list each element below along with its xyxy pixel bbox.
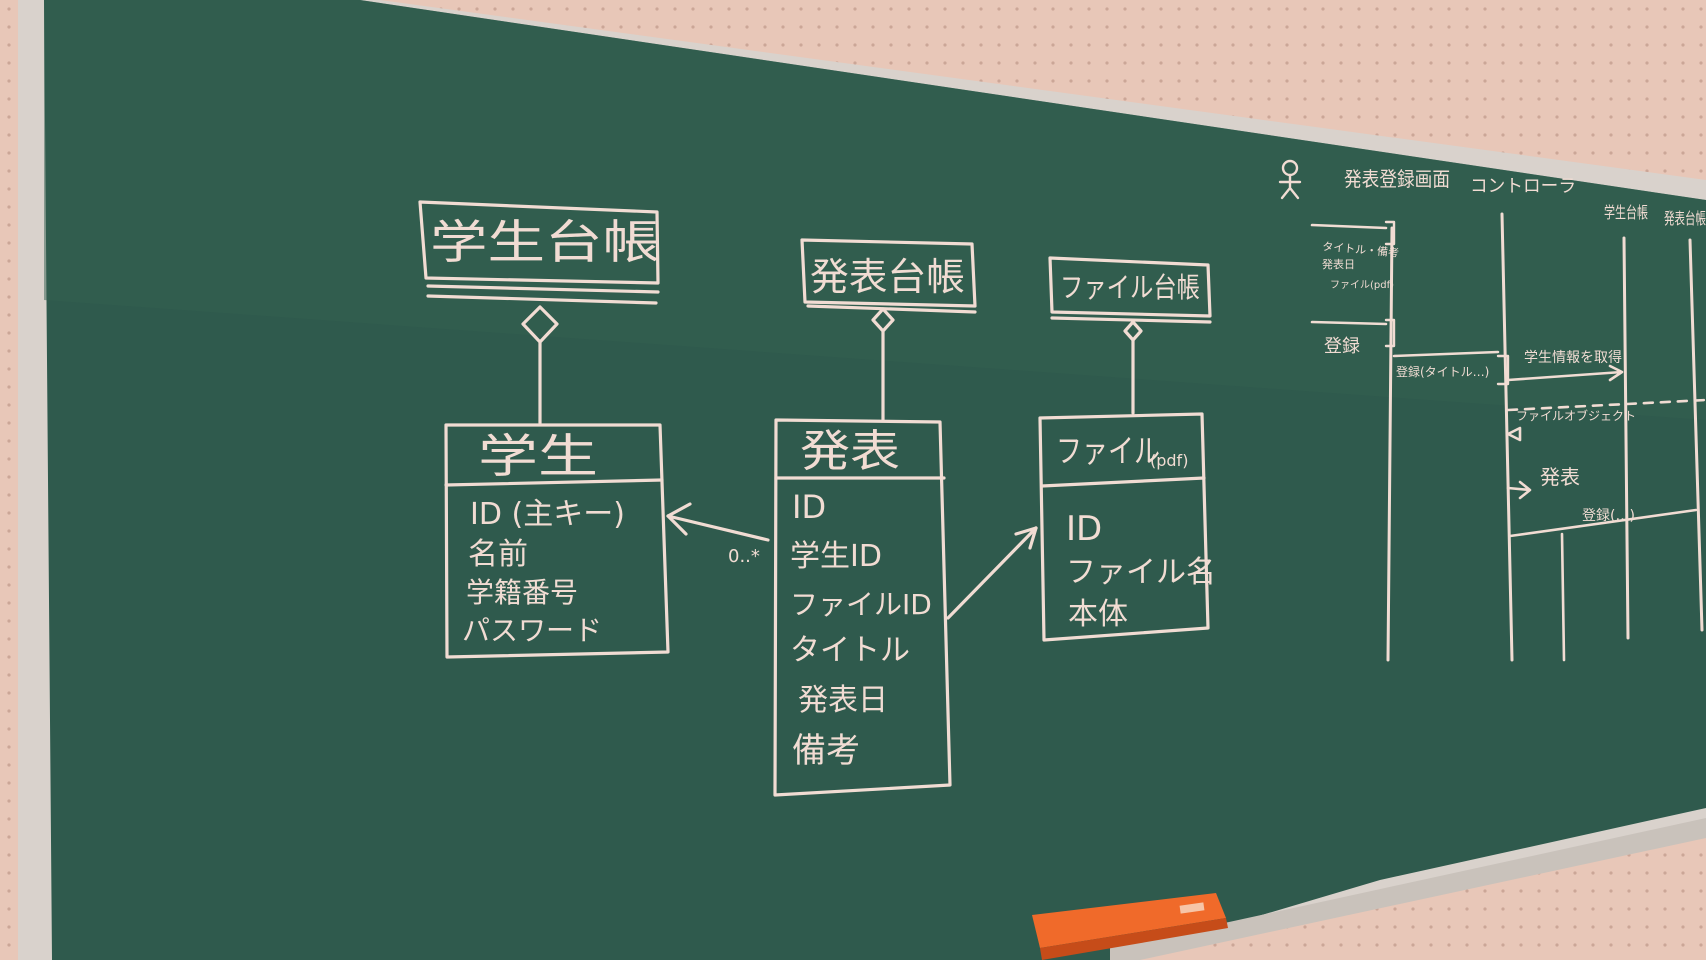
student-ledger-title: 学生台帳: [430, 215, 660, 269]
file-class-title: ファイル: [1056, 432, 1160, 470]
presentation-ledger-class: [800, 238, 977, 422]
seq-msg-register: 登録: [1324, 336, 1360, 357]
seq-msg-present: 発表: [1540, 465, 1580, 489]
file-class: [1038, 412, 1210, 642]
seq-boundary-label: 発表登録画面: [1344, 167, 1450, 191]
student-attr-number: 学籍番号: [466, 576, 578, 609]
student-attr-password: パスワード: [462, 614, 602, 647]
student-class: [444, 423, 670, 659]
presentation-ledger-title: 発表台帳: [810, 255, 965, 299]
presentation-attr-remarks: 備考: [792, 731, 860, 771]
seq-msg-file: ファイル(pdf): [1330, 280, 1394, 291]
messages: [1310, 223, 1706, 662]
seq-student-ledger-label: 学生台帳: [1604, 203, 1648, 222]
multiplicity-label: 0..*: [728, 546, 760, 567]
eraser[interactable]: [1032, 893, 1228, 960]
seq-msg-date: 発表日: [1322, 257, 1355, 271]
file-attr-name: ファイル名: [1066, 555, 1216, 590]
seq-presentation-ledger-label: 発表台帳: [1664, 209, 1706, 228]
activation-bars: [1384, 220, 1510, 386]
seq-msg-file-object: ファイルオブジェクト: [1516, 408, 1636, 423]
presentation-class: [773, 418, 952, 797]
actor-icon: [1278, 159, 1302, 200]
presentation-attr-student-id: 学生ID: [790, 539, 882, 574]
presentation-attr-file-id: ファイルID: [790, 588, 932, 621]
presentation-class-title: 発表: [800, 426, 900, 477]
student-attr-name: 名前: [468, 537, 528, 572]
association-presentation-file: [946, 526, 1038, 620]
seq-controller-label: コントローラ: [1470, 176, 1576, 197]
student-ledger-class: [418, 200, 660, 425]
file-ledger-class: [1048, 256, 1212, 415]
student-attr-id: ID (主キー): [470, 497, 625, 532]
student-class-title: 学生: [478, 429, 598, 483]
seq-msg-get-student: 学生情報を取得: [1524, 349, 1622, 366]
file-attr-body: 本体: [1068, 597, 1128, 632]
seq-msg-register-presentation: 登録(…): [1582, 508, 1635, 524]
board-shade: [44, 0, 1706, 420]
file-ledger-title: ファイル台帳: [1060, 271, 1200, 304]
presentation-attr-id: ID: [792, 488, 826, 526]
chalk-tray: [1110, 818, 1706, 960]
lifelines: [1386, 212, 1704, 662]
presentation-attr-date: 発表日: [798, 683, 888, 718]
seq-msg-register-call: 登録(タイトル…): [1396, 364, 1489, 379]
presentation-attr-title: タイトル: [790, 633, 910, 668]
association-presentation-student: [666, 502, 770, 542]
file-attr-id: ID: [1066, 509, 1102, 549]
file-class-subtitle: (pdf): [1150, 451, 1188, 470]
